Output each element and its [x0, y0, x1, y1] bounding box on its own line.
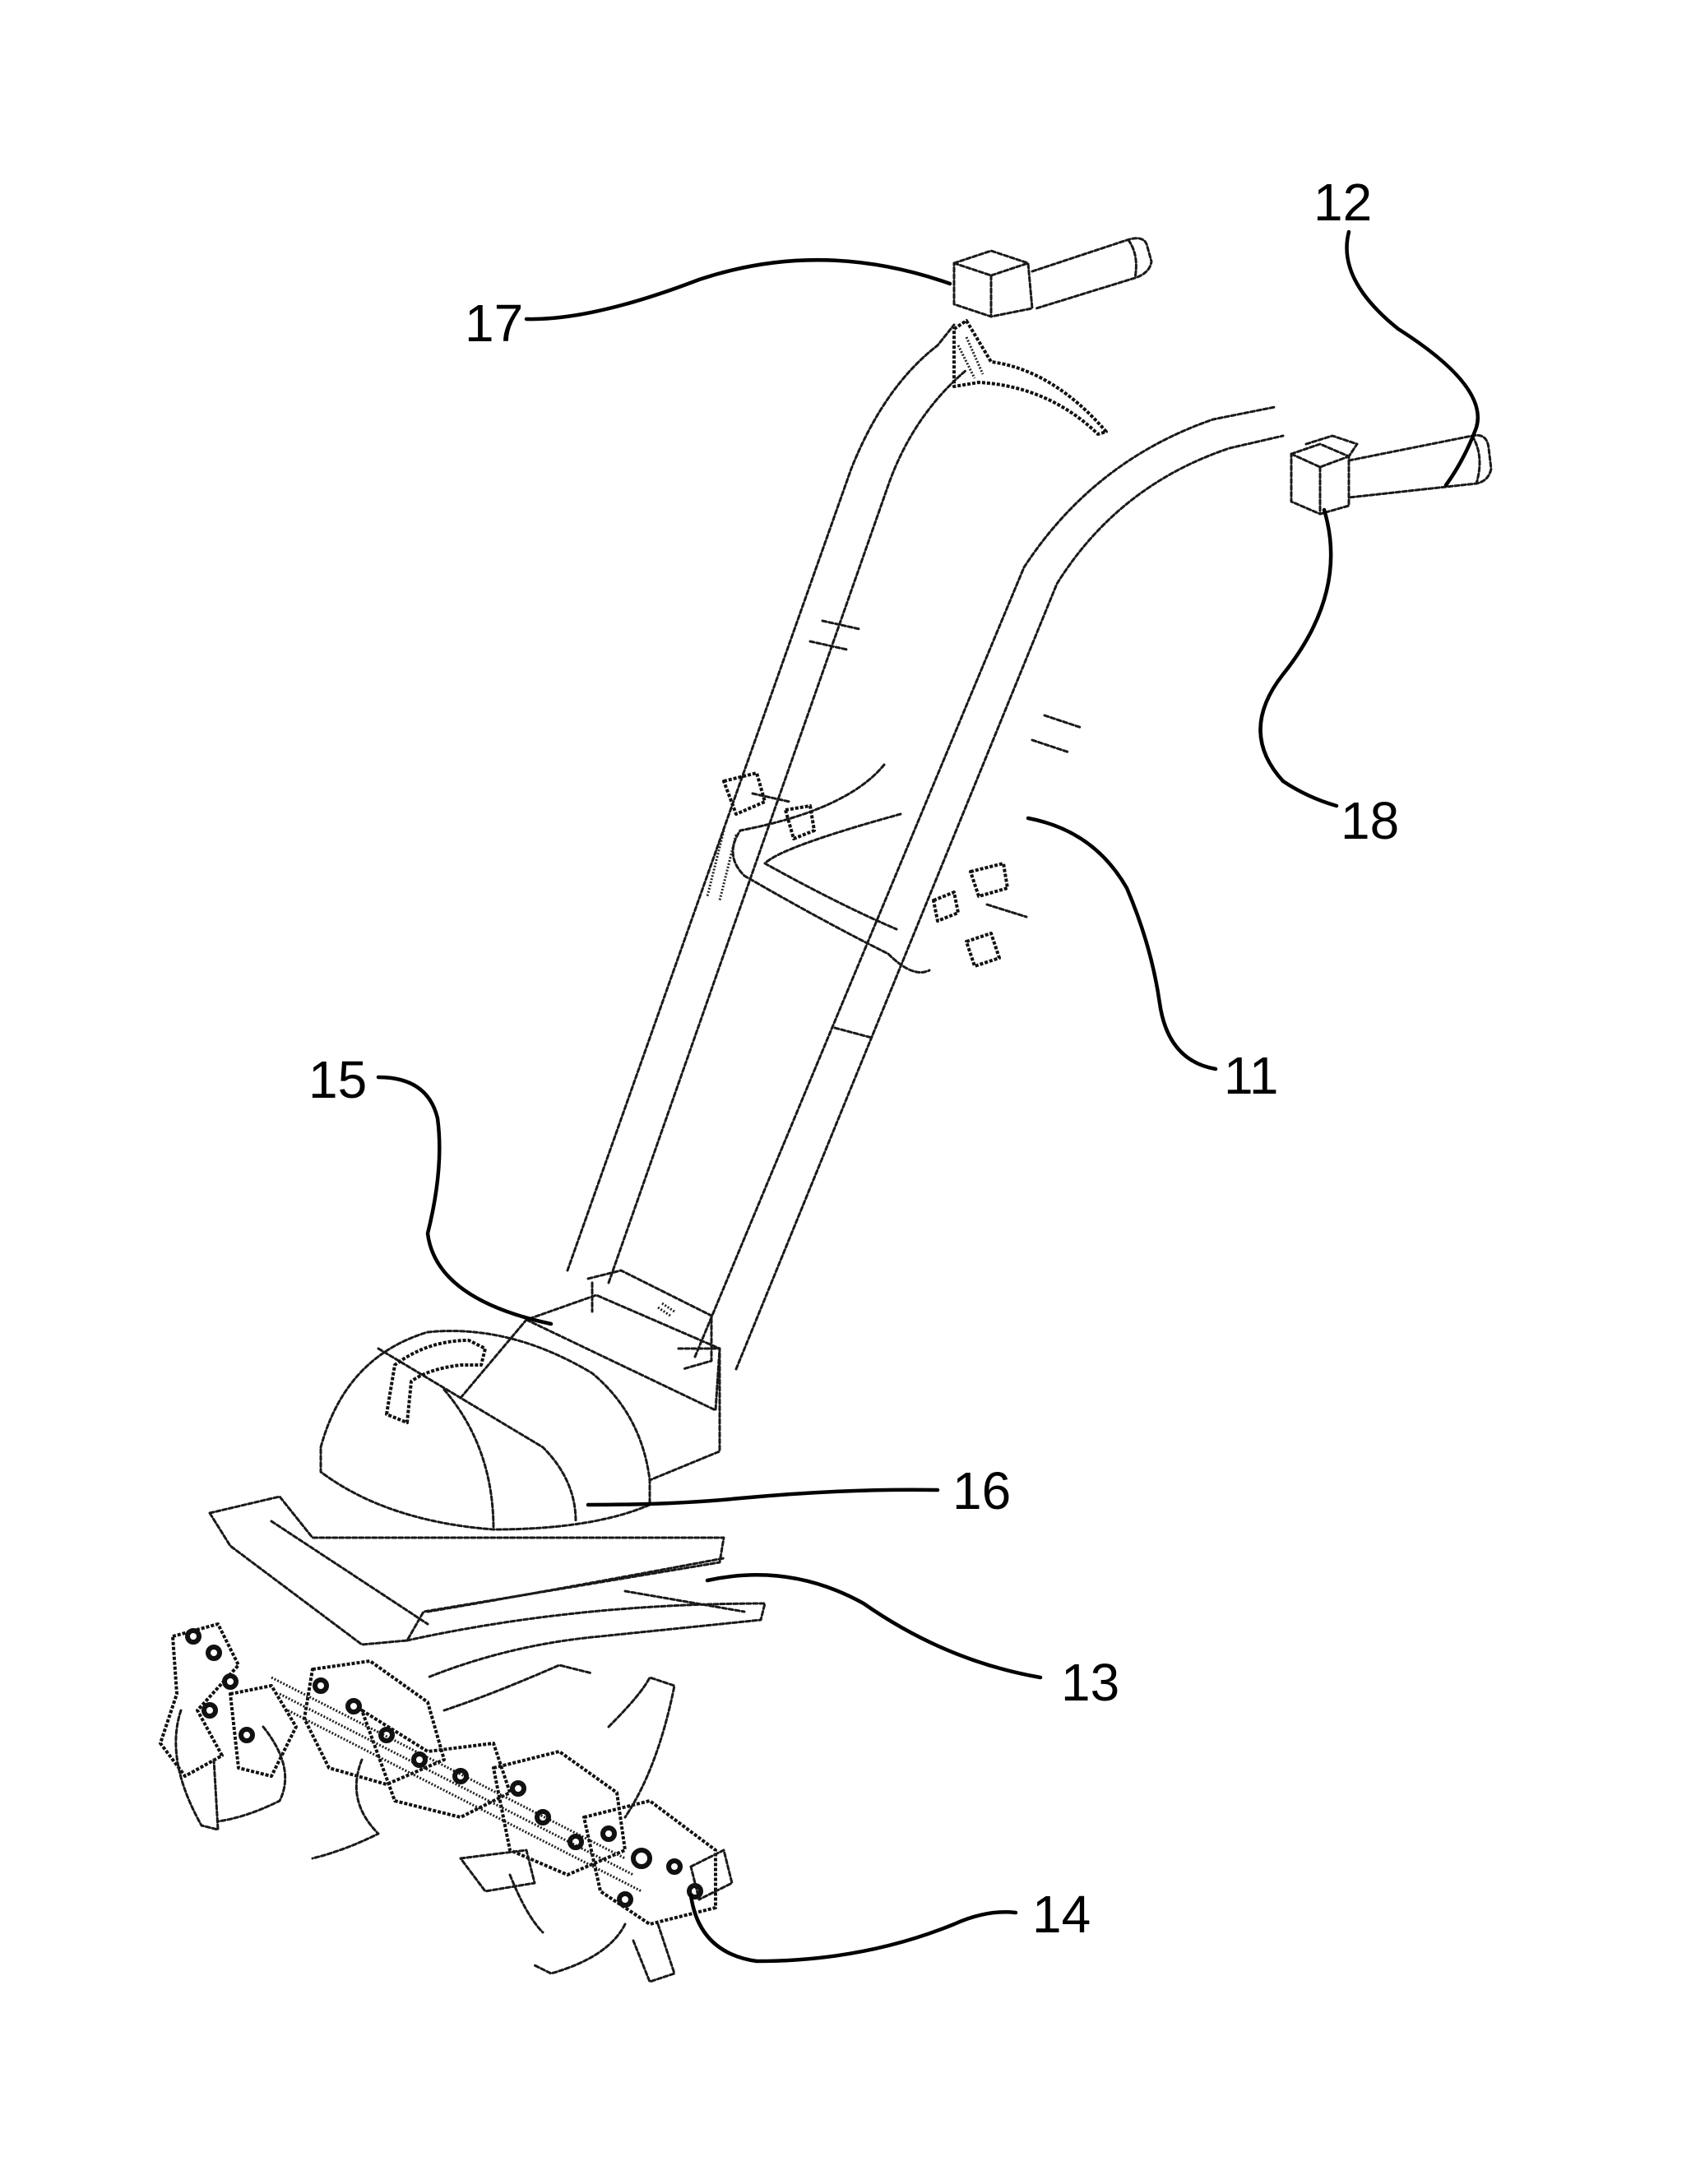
- battery-cover: [319, 1330, 651, 1531]
- left-grip-assembly: [952, 237, 1153, 436]
- reference-numeral-11: 11: [1224, 1046, 1278, 1105]
- tines: [159, 1622, 734, 1983]
- leader-line-17: [524, 258, 952, 322]
- handle-frame: [566, 323, 1285, 1371]
- leader-line-12: [1345, 229, 1480, 488]
- leader-line-14: [688, 1893, 1018, 1964]
- leader-line-15: [376, 1075, 554, 1326]
- right-grip-assembly: [1290, 433, 1493, 516]
- reference-numeral-18: 18: [1341, 791, 1399, 850]
- leader-line-11: [1026, 816, 1218, 1071]
- reference-numeral-14: 14: [1032, 1885, 1091, 1944]
- motor-housing: [459, 1269, 721, 1482]
- reference-numeral-16: 16: [952, 1461, 1011, 1520]
- leader-line-13: [705, 1573, 1043, 1680]
- leader-line-16: [586, 1488, 940, 1507]
- reference-numeral-17: 17: [465, 294, 523, 353]
- reference-numeral-12: 12: [1313, 173, 1372, 232]
- leader-line-18: [1258, 507, 1339, 808]
- tine-hood: [208, 1495, 767, 1679]
- reference-numeral-15: 15: [308, 1050, 367, 1109]
- reference-numeral-13: 13: [1061, 1653, 1119, 1712]
